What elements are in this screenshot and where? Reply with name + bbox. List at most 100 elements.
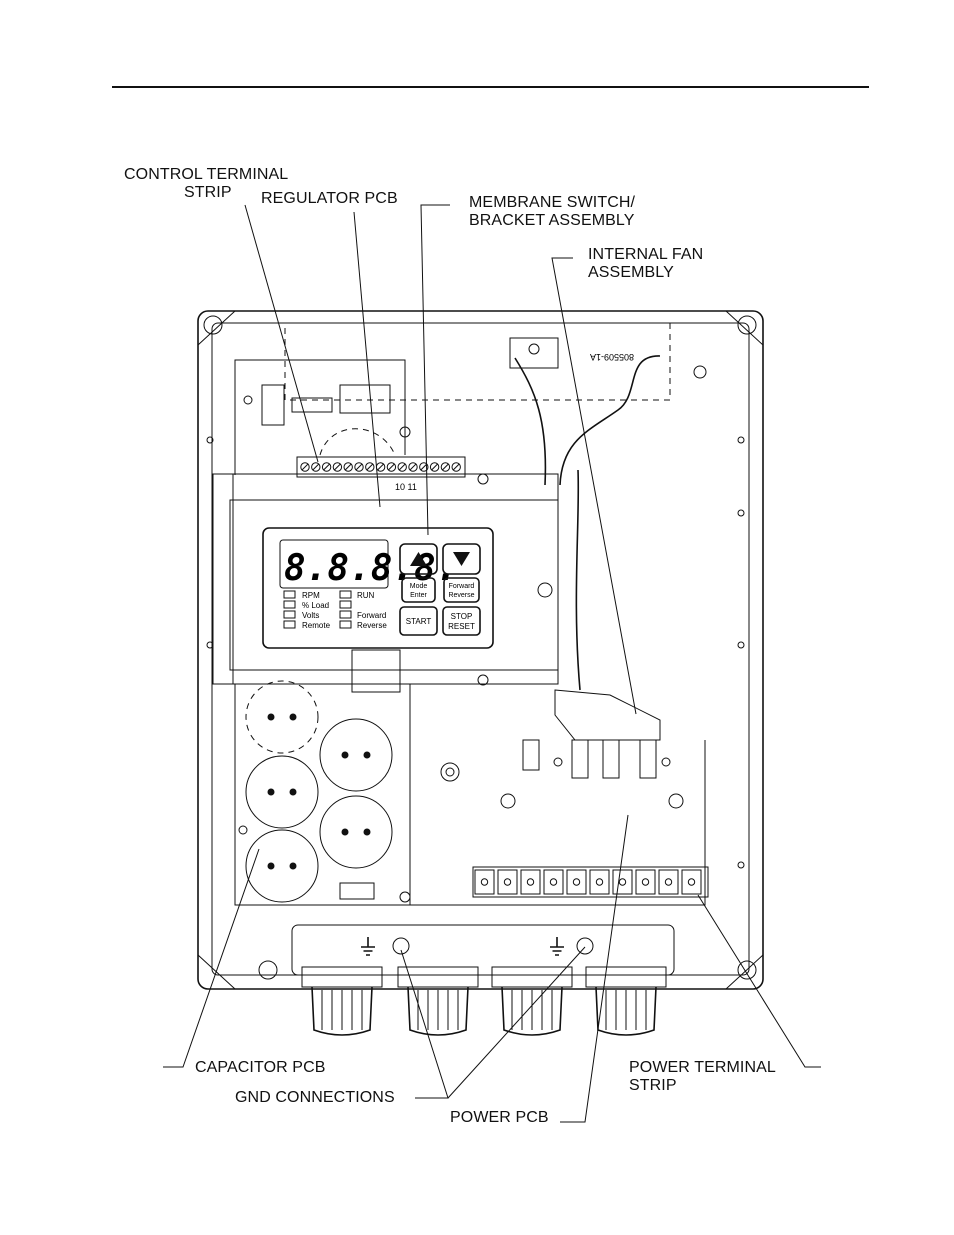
terminal-screw-slot <box>452 463 460 471</box>
power-terminal-block <box>497 869 518 895</box>
leader-power-pcb <box>560 814 629 1123</box>
terminal-screw-slot <box>334 463 341 471</box>
power-pcb-via <box>553 757 563 767</box>
capacitor-terminal <box>289 788 297 796</box>
power-terminal-block <box>589 869 610 895</box>
power-terminal-screw <box>687 878 696 886</box>
power-pcb-screw <box>500 793 516 809</box>
terminal-screw <box>300 462 310 472</box>
forward-reverse-button[interactable] <box>443 577 480 603</box>
corner-screw-tr <box>737 315 757 335</box>
corner-screw-tl <box>203 315 223 335</box>
conduit-fitting <box>407 986 469 1036</box>
reset-label: RESET <box>448 622 475 631</box>
fan-housing-dashed <box>284 322 671 401</box>
power-terminal-block <box>543 869 564 895</box>
label-membrane-line1: MEMBRANE SWITCH/ <box>469 194 636 211</box>
terminal-screw-slot <box>377 463 384 471</box>
terminal-screw-slot <box>312 463 320 471</box>
power-device <box>522 739 540 771</box>
bracket-screw <box>537 582 553 598</box>
conduit-area <box>291 924 675 976</box>
indicator-label: Volts <box>302 611 319 620</box>
label-fan-line1: INTERNAL FAN <box>588 246 704 263</box>
label-control-terminal-line2: STRIP <box>184 184 232 201</box>
capacitor-terminal <box>289 713 297 721</box>
power-terminal-block <box>474 869 495 895</box>
keypad-buttons: Mode Enter Forward Reverse START STOP RE… <box>399 543 481 636</box>
up-button[interactable] <box>399 543 438 575</box>
capacitor-terminal <box>267 862 275 870</box>
label-membrane-line2: BRACKET ASSEMBLY <box>469 212 635 229</box>
indicator-led <box>283 610 296 619</box>
control-terminal-strip: 10 11 <box>296 456 466 492</box>
power-device <box>571 739 589 779</box>
capacitor-terminal <box>363 828 371 836</box>
power-terminal-block <box>520 869 541 895</box>
terminal-numbers: 10 11 <box>395 482 417 492</box>
leader-membrane <box>420 204 450 536</box>
stop-reset-button[interactable] <box>442 606 481 636</box>
conduit-fittings <box>301 966 667 1036</box>
terminal-screw-slot <box>431 463 438 471</box>
pot-outline <box>319 428 396 456</box>
conduit-nut <box>585 966 667 988</box>
mode-enter-button[interactable] <box>401 577 436 603</box>
indicator-label: Reverse <box>357 621 387 630</box>
leader-control-terminal <box>244 204 319 463</box>
header-rule <box>112 86 869 88</box>
capacitor <box>245 755 319 829</box>
leader-fan <box>551 257 637 715</box>
terminal-screw <box>408 462 418 472</box>
power-terminal-block <box>612 869 633 895</box>
power-terminal-screw <box>549 878 558 886</box>
leader-lines <box>163 204 821 1123</box>
terminal-screw-slot <box>420 463 428 471</box>
terminal-screw <box>440 462 451 472</box>
enclosure-corner-bevels <box>197 310 764 990</box>
conduit-panel <box>291 924 675 976</box>
reverse-label: Reverse <box>448 592 474 599</box>
terminal-screw-slot <box>398 463 406 471</box>
bracket-tab <box>351 649 401 693</box>
leader-gnd-left <box>400 949 449 1099</box>
terminal-screw-slot <box>366 463 374 471</box>
label-internal-fan: INTERNAL FAN ASSEMBLY <box>588 246 703 282</box>
power-pcb-outline <box>409 690 706 906</box>
indicator-led <box>283 590 296 599</box>
indicator-label: RUN <box>357 591 375 600</box>
mount-hole <box>737 509 745 517</box>
terminal-screw <box>429 462 440 472</box>
corner-screw-br <box>737 960 757 980</box>
label-capacitor-pcb: CAPACITOR PCB <box>195 1059 326 1076</box>
terminal-screw <box>451 462 461 472</box>
forward-label: Forward <box>449 583 475 590</box>
capacitor-terminal <box>267 713 275 721</box>
indicator-label: RPM <box>302 591 320 600</box>
terminal-screw-slot <box>442 463 449 471</box>
leader-regulator <box>353 211 381 508</box>
indicator-label: % Load <box>302 601 329 610</box>
leader-capacitor <box>163 848 260 1068</box>
down-button[interactable] <box>442 543 481 575</box>
ground-symbol-icon <box>361 937 375 956</box>
terminal-screw <box>321 462 332 472</box>
part-number-mark: 805509-1A <box>590 352 634 362</box>
label-power-terminal-line1: POWER TERMINAL <box>629 1059 776 1076</box>
start-button[interactable] <box>399 606 438 636</box>
mount-hole <box>737 641 745 649</box>
terminal-screw-slot <box>409 463 417 471</box>
conduit-nut <box>491 966 573 988</box>
indicator-led <box>283 600 296 609</box>
fan-assembly <box>554 689 661 741</box>
mode-label: Mode <box>410 583 428 590</box>
terminal-screw <box>397 462 407 472</box>
regulator-pcb <box>234 359 411 475</box>
power-pcb-standoff <box>440 762 460 782</box>
power-terminal-strip <box>472 866 709 898</box>
membrane-switch-bracket: 8.8.8.8. <box>212 473 559 693</box>
terminal-screw-slot <box>388 463 395 471</box>
label-power-terminal-line2: STRIP <box>629 1077 677 1094</box>
terminal-screw <box>419 462 429 472</box>
